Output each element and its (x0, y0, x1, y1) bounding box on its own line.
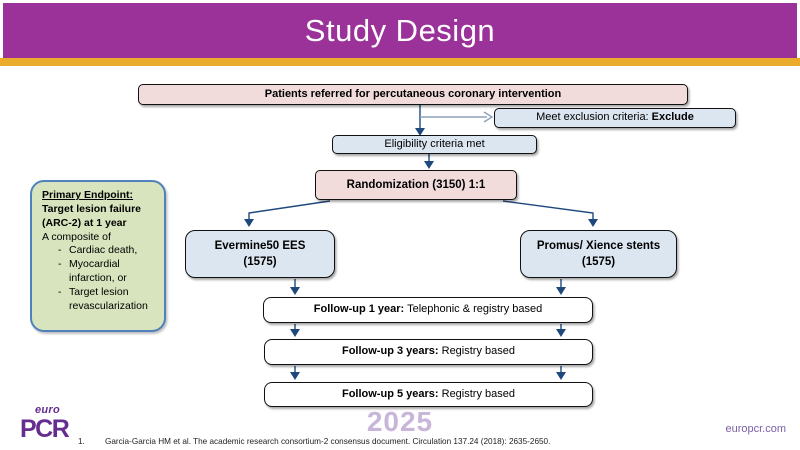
endpoint-line: A composite of (42, 230, 111, 243)
randomization-box-label: Randomization (3150) 1:1 (346, 178, 486, 191)
arrowhead-down-icon (556, 372, 566, 380)
europcr-logo-euro: euro (35, 404, 61, 416)
connector-randomization-right-arm (502, 200, 594, 220)
slide-header: Study Design (3, 3, 797, 58)
arm-promus-count: (1575) (581, 256, 616, 268)
endpoint-bullet-text: Cardiac death, (69, 244, 138, 257)
endpoint-bullet: - Cardiac death, (58, 244, 158, 258)
endpoint-bullet-list: - Cardiac death, - Myocardial infarction… (58, 244, 158, 313)
patients-box: Patients referred for percutaneous coron… (138, 84, 688, 105)
arrowhead-down-icon (556, 329, 566, 337)
footnote-number: 1. (78, 437, 85, 446)
arrowhead-down-icon (244, 219, 254, 227)
arm-evermine-count: (1575) (243, 256, 277, 268)
arrowhead-down-icon (290, 329, 300, 337)
gold-divider (0, 58, 800, 66)
patients-box-label: Patients referred for percutaneous coron… (264, 87, 562, 100)
endpoint-bullet-text: Myocardial infarction, or (69, 258, 127, 285)
arm-promus-name: Promus/ Xience stents (536, 239, 661, 252)
arrowhead-down-icon (290, 287, 300, 295)
bullet-dash-icon: - (58, 258, 62, 271)
followup-5yr-box: Follow-up 5 years: Registry based (264, 382, 593, 407)
eligibility-box: Eligibility criteria met (332, 135, 537, 154)
arrowhead-down-icon (588, 219, 598, 227)
website-link[interactable]: europcr.com (725, 423, 786, 435)
arrowhead-right-icon (483, 111, 494, 123)
followup-3yr-box: Follow-up 3 years: Registry based (264, 339, 593, 365)
bullet-dash-icon: - (58, 244, 62, 257)
footnote-text: Garcia-Garcia HM et al. The academic res… (105, 437, 551, 446)
followup-1yr-box: Follow-up 1 year: Telephonic & registry … (263, 297, 593, 323)
endpoint-title: Primary Endpoint: (42, 189, 134, 201)
primary-endpoint-box: Primary Endpoint: Target lesion failure … (30, 180, 166, 332)
eligibility-box-label: Eligibility criteria met (384, 137, 485, 150)
reference-footnote: 1. Garcia-Garcia HM et al. The academic … (78, 437, 698, 446)
arm-evermine-name: Evermine50 EES (214, 239, 306, 252)
bullet-dash-icon: - (58, 286, 62, 299)
exclusion-box: Meet exclusion criteria: Exclude (494, 108, 736, 128)
followup-1yr-label: Follow-up 1 year: Telephonic & registry … (313, 303, 543, 316)
endpoint-line: Target lesion failure (42, 202, 141, 215)
europcr-logo-pcr: PCR (20, 415, 70, 443)
arrowhead-down-icon (556, 287, 566, 295)
slide-title: Study Design (304, 12, 496, 48)
arm-evermine-box: Evermine50 EES (1575) (185, 230, 335, 278)
endpoint-line: (ARC-2) at 1 year (42, 216, 127, 229)
arm-promus-box: Promus/ Xience stents (1575) (520, 230, 677, 278)
randomization-box: Randomization (3150) 1:1 (315, 170, 517, 200)
exclusion-box-label: Meet exclusion criteria: Exclude (536, 111, 694, 124)
arrowhead-down-icon (290, 372, 300, 380)
endpoint-bullet: - Target lesion revascularization (58, 286, 158, 314)
followup-3yr-label: Follow-up 3 years: Registry based (341, 345, 515, 358)
connector-randomization-left-arm (248, 200, 331, 220)
endpoint-bullet-text: Target lesion revascularization (69, 286, 148, 312)
endpoint-bullet: - Myocardial infarction, or (58, 258, 158, 286)
followup-5yr-label: Follow-up 5 years: Registry based (341, 387, 515, 400)
europcr-logo: euro PCR (20, 404, 70, 443)
arrowhead-down-icon (424, 161, 434, 169)
year-watermark: 2025 (366, 406, 434, 437)
